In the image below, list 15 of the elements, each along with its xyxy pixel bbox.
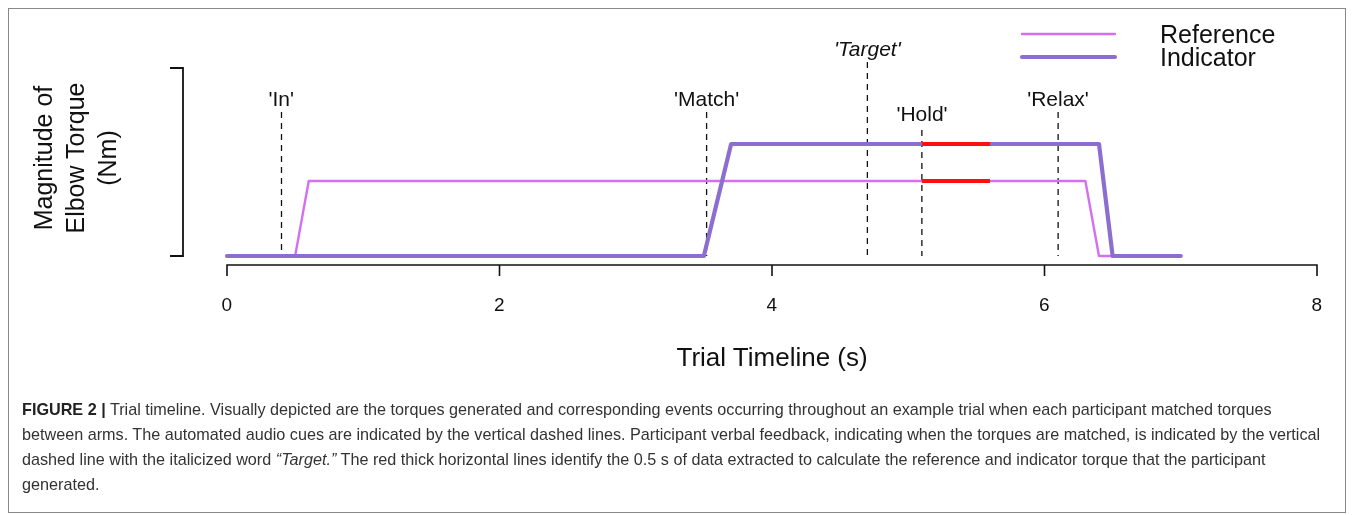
cue-label: 'Match' <box>674 88 740 109</box>
tick-label: 4 <box>766 295 778 314</box>
legend-label: Indicator <box>1160 45 1256 70</box>
axis-title: Trial Timeline (s) <box>676 344 868 370</box>
cue-label: 'Relax' <box>1027 88 1089 109</box>
axis-title: Magnitude of Elbow Torque (Nm) <box>28 81 122 236</box>
tick-label: 0 <box>221 295 233 314</box>
cue-label: 'Target' <box>833 38 901 59</box>
legend-label: Reference <box>1160 22 1276 47</box>
tick-label: 2 <box>494 295 505 314</box>
cue-label: 'Hold' <box>896 103 948 124</box>
cue-label: 'In' <box>268 88 295 109</box>
tick-label: 8 <box>1311 295 1323 314</box>
tick-label: 6 <box>1039 295 1050 314</box>
figure-caption: FIGURE 2 | Trial timeline. Visually depicted are the torques generated and corresponding events occurring throughout an example trial when each participant matched torques between arms. The automated audio cues are indicated by the vertical dashed lines. Participant verbal feedback, indicating when the torques are matched, is indicated by the vertical dashed line with the italicized word “Target.” The red thick horizontal lines identify the 0.5 s of data extracted to calculate the reference and indicator torque that the participant generated. <box>22 399 1322 495</box>
